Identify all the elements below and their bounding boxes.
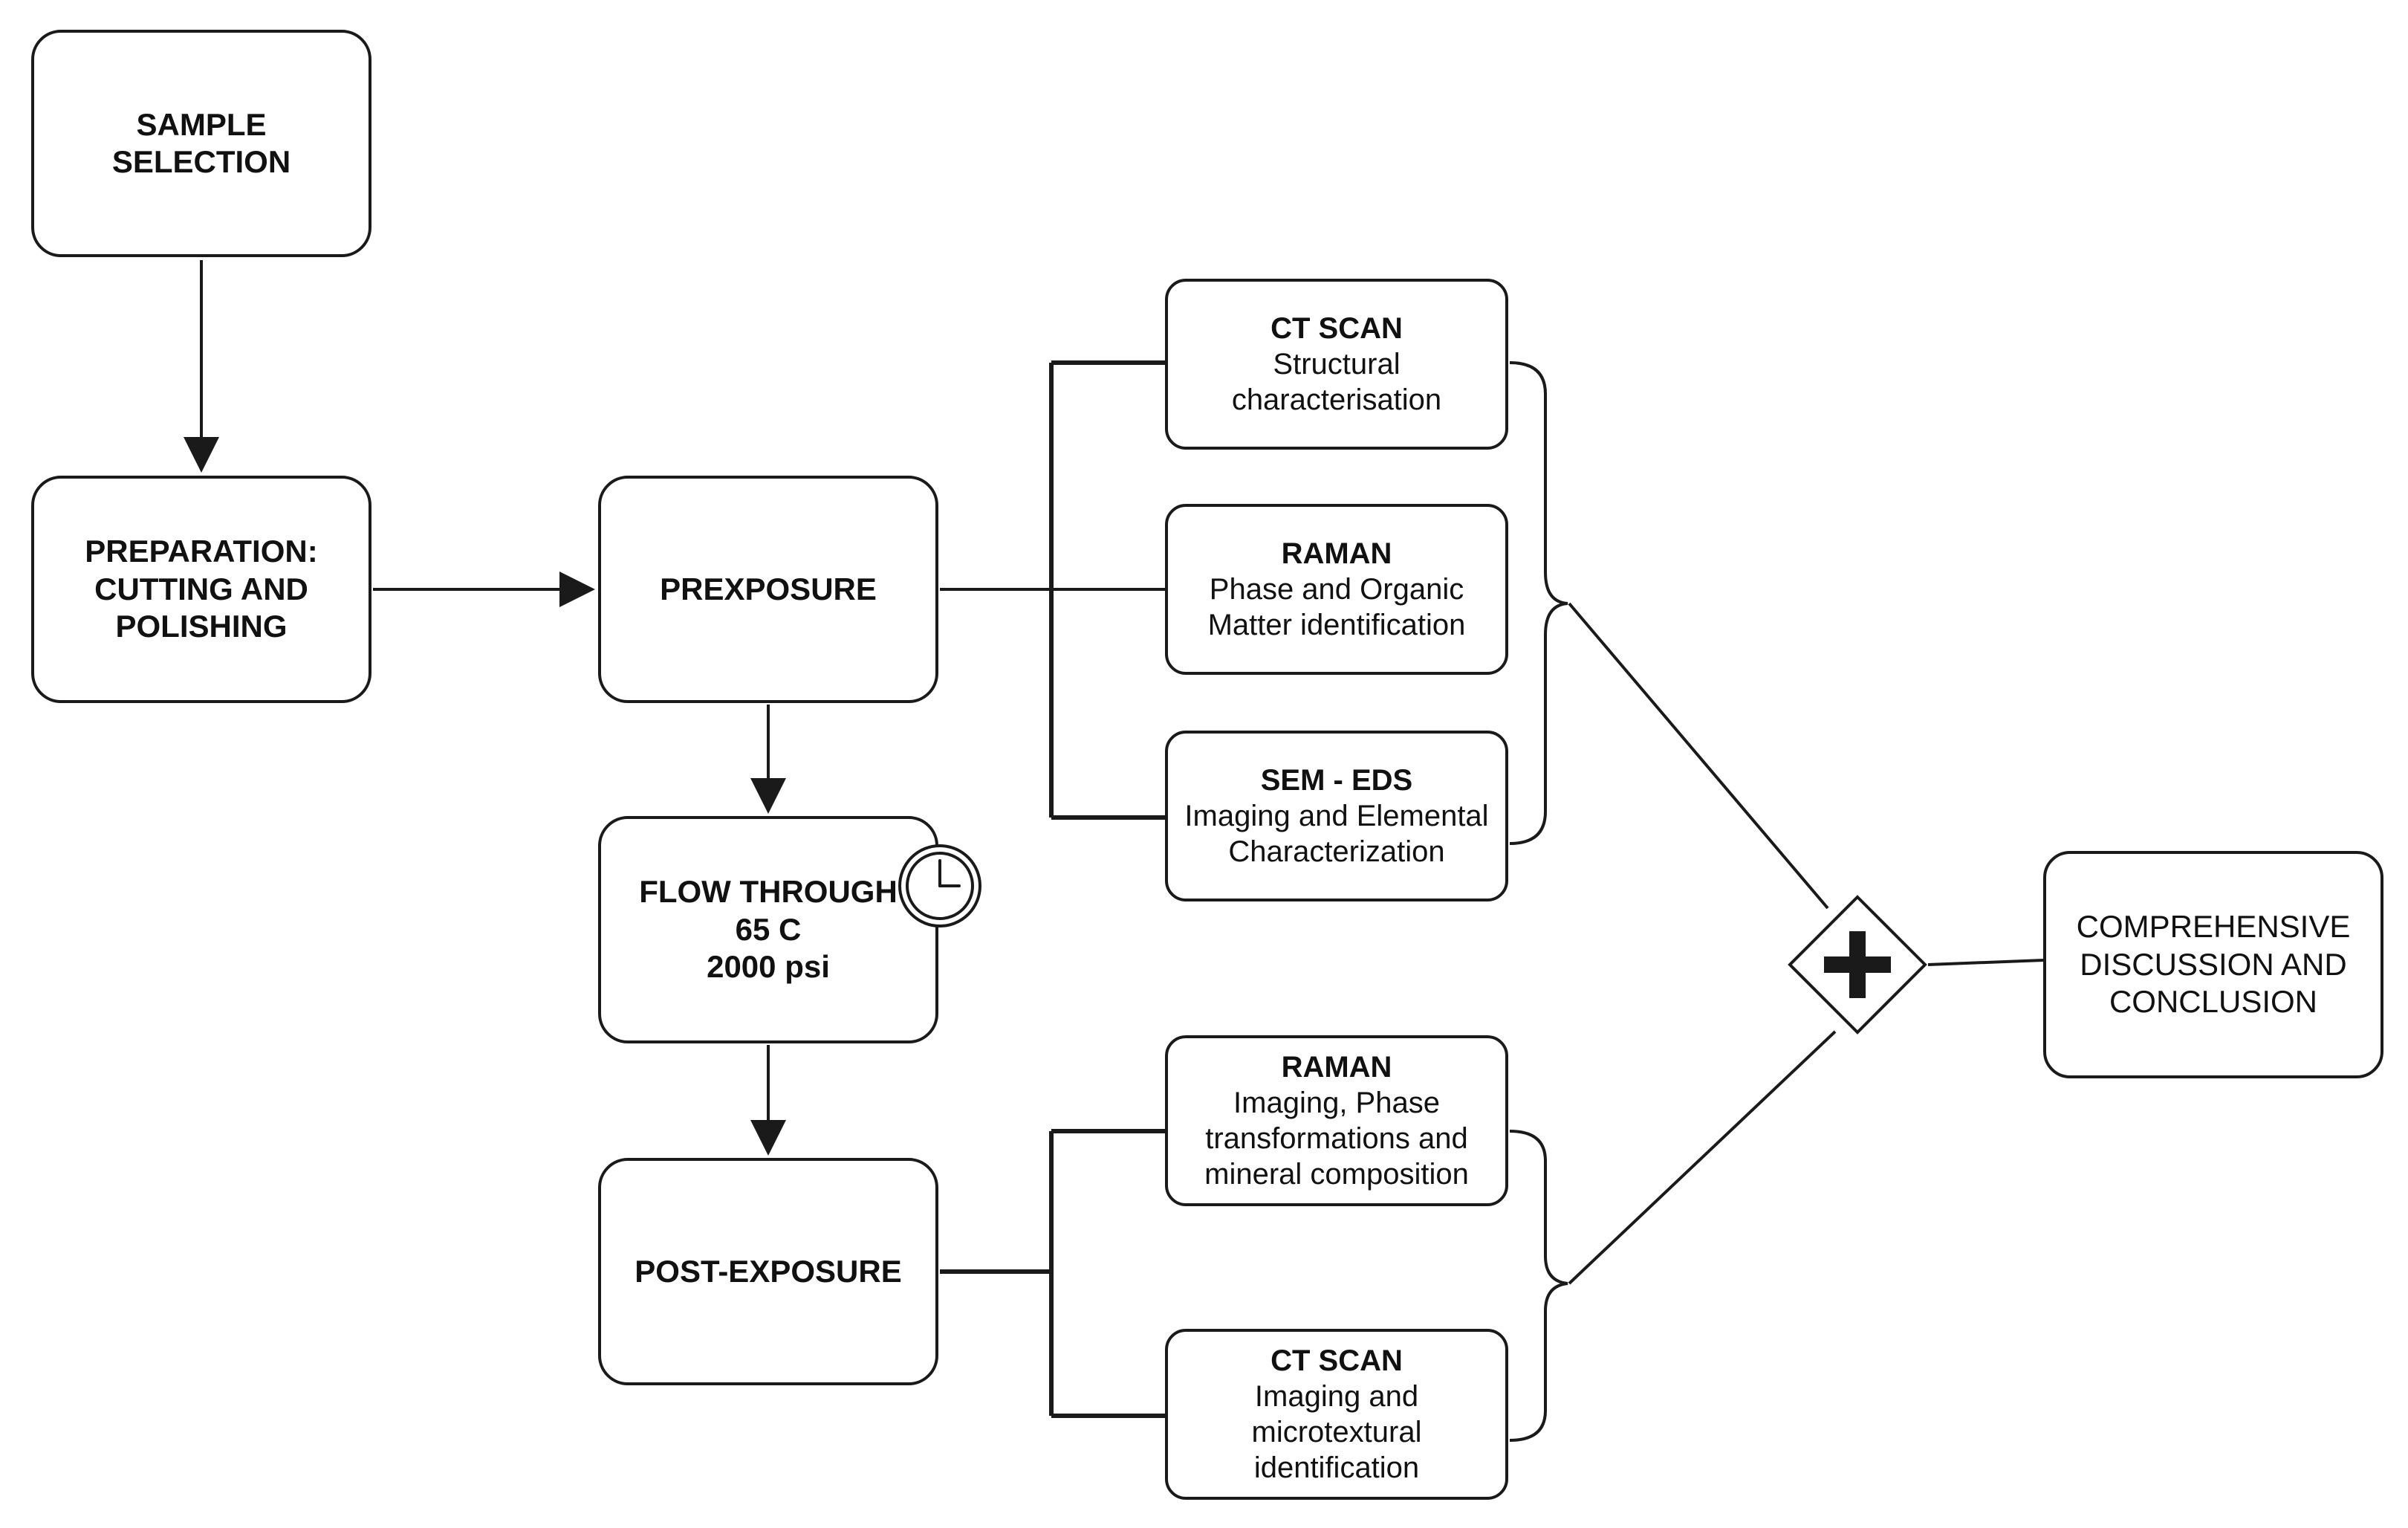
post-exposure-branch-bracket bbox=[940, 1129, 1165, 1418]
pre-analyses-curly-brace bbox=[1509, 361, 1568, 845]
post-exposure-node: POST-EXPOSURE bbox=[598, 1158, 938, 1385]
ct-scan-post-method: CT SCAN bbox=[1270, 1344, 1403, 1377]
conclusion-line1: COMPREHENSIVE bbox=[2076, 909, 2351, 945]
sem-eds-node: SEM - EDS Imaging and Elemental Characte… bbox=[1165, 731, 1508, 901]
raman-post-description: Imaging, Phase transformations and miner… bbox=[1204, 1087, 1469, 1191]
connector-post-analyses-to-gateway bbox=[1568, 1030, 1837, 1285]
sample-selection-node: SAMPLE SELECTION bbox=[31, 30, 371, 257]
ct-scan-post-node: CT SCAN Imaging and microtextural identi… bbox=[1165, 1329, 1508, 1500]
ct-scan-pre-method: CT SCAN bbox=[1270, 312, 1403, 345]
conclusion-line2: DISCUSSION AND bbox=[2080, 946, 2347, 982]
flow-through-node: FLOW THROUGH 65 C 2000 psi bbox=[598, 816, 938, 1043]
ct-scan-pre-node: CT SCAN Structural characterisation bbox=[1165, 279, 1508, 450]
prexposure-node: PREXPOSURE bbox=[598, 476, 938, 703]
connector-gateway-to-conclusion bbox=[1927, 959, 2044, 966]
ct-scan-pre-description: Structural characterisation bbox=[1231, 348, 1442, 416]
raman-post-method: RAMAN bbox=[1281, 1051, 1392, 1084]
prexposure-label: PREXPOSURE bbox=[660, 571, 877, 606]
clock-icon bbox=[898, 844, 981, 928]
post-exposure-label: POST-EXPOSURE bbox=[635, 1253, 902, 1289]
flow-through-temperature: 65 C bbox=[735, 911, 802, 947]
connector-pre-analyses-to-gateway bbox=[1568, 602, 1829, 910]
prexposure-branch-bracket bbox=[940, 360, 1165, 820]
conclusion-node: COMPREHENSIVE DISCUSSION AND CONCLUSION bbox=[2043, 851, 2383, 1078]
conclusion-line3: CONCLUSION bbox=[2109, 984, 2318, 1020]
preparation-line2: CUTTING AND bbox=[94, 571, 308, 606]
sem-eds-method: SEM - EDS bbox=[1260, 764, 1413, 797]
sample-selection-line1: SAMPLE bbox=[136, 106, 267, 142]
preparation-line3: POLISHING bbox=[115, 609, 288, 644]
sem-eds-description: Imaging and Elemental Characterization bbox=[1184, 800, 1489, 868]
sample-selection-line2: SELECTION bbox=[111, 144, 291, 179]
preparation-node: PREPARATION: CUTTING AND POLISHING bbox=[31, 476, 371, 703]
raman-pre-node: RAMAN Phase and Organic Matter identific… bbox=[1165, 504, 1508, 675]
flow-through-pressure: 2000 psi bbox=[707, 949, 830, 985]
flow-through-line1: FLOW THROUGH bbox=[639, 874, 898, 910]
post-analyses-curly-brace bbox=[1509, 1130, 1568, 1442]
ct-scan-post-description: Imaging and microtextural identification bbox=[1251, 1380, 1422, 1484]
preparation-line1: PREPARATION: bbox=[85, 534, 318, 569]
raman-pre-method: RAMAN bbox=[1281, 537, 1392, 570]
parallel-gateway-plus-icon bbox=[1788, 895, 1927, 1035]
raman-pre-description: Phase and Organic Matter identification bbox=[1207, 573, 1466, 641]
raman-post-node: RAMAN Imaging, Phase transformations and… bbox=[1165, 1035, 1508, 1206]
